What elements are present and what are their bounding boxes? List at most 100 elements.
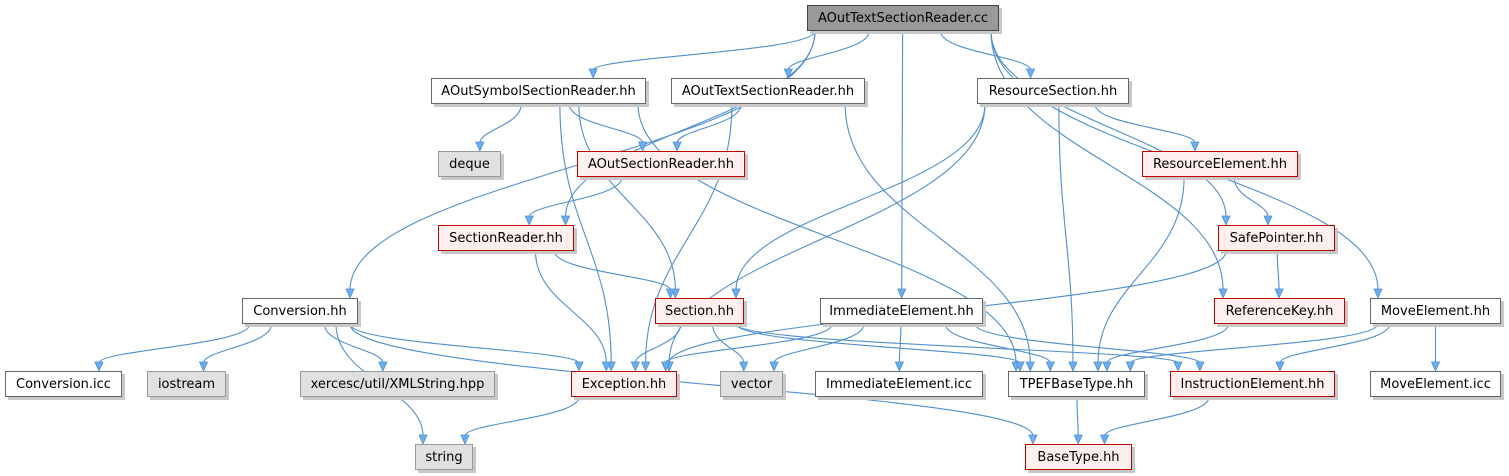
arrowhead-conversion-to-exception	[574, 361, 584, 372]
edge-root-to-refkey	[990, 30, 1224, 291]
node-label: Exception.hh	[581, 376, 667, 392]
arrowhead-conversion-to-convicc	[94, 361, 104, 372]
edge-root-to-aoutsym	[592, 30, 816, 71]
arrowhead-immediate-to-vector	[769, 361, 779, 372]
node-moveelement-icc[interactable]: MoveElement.icc	[1370, 371, 1501, 397]
node-label: iostream	[157, 376, 216, 392]
arrowhead-reselem-to-tpef	[1093, 361, 1103, 372]
node-label: ReferenceKey.hh	[1225, 303, 1334, 319]
arrowhead-root-to-safeptr	[1221, 215, 1231, 226]
node-label: vector	[730, 376, 773, 392]
node-basetype-hh[interactable]: BaseType.hh	[1025, 444, 1132, 470]
arrowhead-root-to-resource	[1025, 68, 1036, 79]
edge-aouttext-to-tpef	[844, 103, 1031, 364]
arrowhead-root-to-sectreader	[560, 215, 571, 226]
node-label: TPEFBaseType.hh	[1019, 376, 1134, 392]
node-exception-hh[interactable]: Exception.hh	[571, 371, 677, 397]
edge-section-to-tpef	[735, 323, 1021, 364]
arrowhead-refkey-to-tpef	[1102, 361, 1112, 372]
edge-aoutsect-to-sectreader	[528, 176, 623, 218]
node-label: ImmediateElement.icc	[826, 376, 972, 392]
edge-conversion-to-convicc	[98, 323, 251, 364]
node-tpefbasetype-hh[interactable]: TPEFBaseType.hh	[1008, 371, 1145, 397]
node-label: BaseType.hh	[1037, 449, 1120, 465]
node-aoutsectionreader-hh[interactable]: AOutSectionReader.hh	[577, 151, 745, 177]
node-root-file[interactable]: AOutTextSectionReader.cc	[807, 5, 999, 31]
node-deque: deque	[438, 151, 501, 177]
edge-root-to-safeptr	[990, 30, 1227, 218]
node-label: string	[425, 449, 463, 465]
arrowhead-conversion-to-string	[418, 434, 428, 445]
arrowhead-sectreader-to-section	[665, 288, 676, 299]
edge-conversion-to-xmlstring	[323, 323, 384, 364]
arrowhead-moveelem-to-tpef	[1125, 361, 1135, 372]
node-conversion-hh[interactable]: Conversion.hh	[242, 298, 358, 324]
edge-aoutsym-to-aoutsect	[568, 103, 644, 144]
edge-root-to-immediate	[901, 30, 904, 291]
edge-moveelem-to-instrelem	[1279, 323, 1391, 364]
node-safepointer-hh[interactable]: SafePointer.hh	[1218, 225, 1335, 251]
node-instructionelement-hh[interactable]: InstructionElement.hh	[1170, 371, 1335, 397]
edge-aoutsym-to-deque	[479, 103, 522, 144]
node-label: deque	[449, 156, 490, 172]
arrowhead-immediate-to-tpef	[1045, 361, 1055, 372]
edge-sectreader-to-section	[553, 250, 672, 291]
arrowhead-aoutsym-to-aoutsect	[638, 141, 648, 152]
edge-aouttext-to-aoutsect	[676, 103, 742, 144]
node-aoutsymbolsectionreader-hh[interactable]: AOutSymbolSectionReader.hh	[431, 78, 646, 104]
arrowhead-immediate-to-exception	[661, 361, 671, 372]
arrowhead-aouttext-to-exception	[640, 361, 651, 372]
arrowhead-exception-to-string	[460, 434, 470, 445]
edge-immediate-to-vector	[773, 323, 865, 364]
node-label: AOutSymbolSectionReader.hh	[441, 83, 636, 99]
edge-aoutsym-to-section	[578, 103, 676, 291]
arrowhead-moveelem-to-moveicc	[1430, 361, 1441, 372]
arrowhead-aoutsym-to-deque	[475, 141, 485, 152]
node-aouttextsectionreader-hh[interactable]: AOutTextSectionReader.hh	[671, 78, 865, 104]
node-immediateelement-icc[interactable]: ImmediateElement.icc	[815, 371, 983, 397]
edge-resource-to-tpef	[1058, 103, 1074, 364]
arrowhead-conversion-to-basetype	[1028, 434, 1038, 445]
node-immediateelement-hh[interactable]: ImmediateElement.hh	[820, 298, 983, 324]
arrowhead-section-to-exception	[630, 361, 640, 372]
node-label: AOutTextSectionReader.cc	[817, 10, 989, 26]
node-moveelement-hh[interactable]: MoveElement.hh	[1370, 298, 1501, 324]
arrowhead-section-to-instrelem	[1173, 361, 1183, 372]
node-conversion-icc[interactable]: Conversion.icc	[5, 371, 122, 397]
node-resourcesection-hh[interactable]: ResourceSection.hh	[977, 78, 1129, 104]
arrowhead-resource-to-section	[731, 288, 741, 299]
node-vector: vector	[720, 371, 783, 397]
edge-conversion-to-iostream	[202, 323, 273, 364]
arrowhead-root-to-refkey	[1218, 288, 1228, 299]
arrowhead-conversion-to-xmlstring	[378, 361, 388, 372]
edge-root-to-aouttext	[787, 30, 870, 71]
node-label: SafePointer.hh	[1229, 230, 1324, 246]
arrowhead-section-to-vector	[739, 361, 749, 372]
node-section-hh[interactable]: Section.hh	[655, 298, 744, 324]
edge-reselem-to-safeptr	[1233, 176, 1269, 218]
edge-immediate-to-exception	[665, 323, 833, 364]
arrowhead-aouttext-to-tpef	[1025, 361, 1035, 372]
node-label: SectionReader.hh	[449, 230, 563, 246]
node-label: AOutSectionReader.hh	[588, 156, 734, 172]
node-sectionreader-hh[interactable]: SectionReader.hh	[438, 225, 574, 251]
edge-reselem-to-tpef	[1097, 176, 1185, 364]
node-label: InstructionElement.hh	[1180, 376, 1325, 392]
arrowhead-conversion-to-iostream	[198, 361, 209, 372]
arrowhead-immediate-to-instrelem	[1195, 361, 1205, 372]
node-string: string	[415, 444, 473, 470]
node-referencekey-hh[interactable]: ReferenceKey.hh	[1214, 298, 1345, 324]
node-label: MoveElement.hh	[1380, 303, 1491, 319]
edge-section-to-instrelem	[735, 323, 1179, 364]
node-label: Section.hh	[665, 303, 734, 319]
node-label: Conversion.hh	[253, 303, 347, 319]
node-iostream: iostream	[147, 371, 226, 397]
node-resourceelement-hh[interactable]: ResourceElement.hh	[1142, 151, 1298, 177]
arrowhead-root-to-conversion	[345, 288, 355, 299]
node-label: AOutTextSectionReader.hh	[681, 83, 855, 99]
arrowhead-root-to-aouttext	[783, 68, 793, 79]
edge-immediate-to-instrelem	[974, 323, 1201, 364]
arrowhead-instrelem-to-basetype	[1099, 434, 1110, 445]
edge-tpef-to-basetype	[1076, 396, 1079, 437]
